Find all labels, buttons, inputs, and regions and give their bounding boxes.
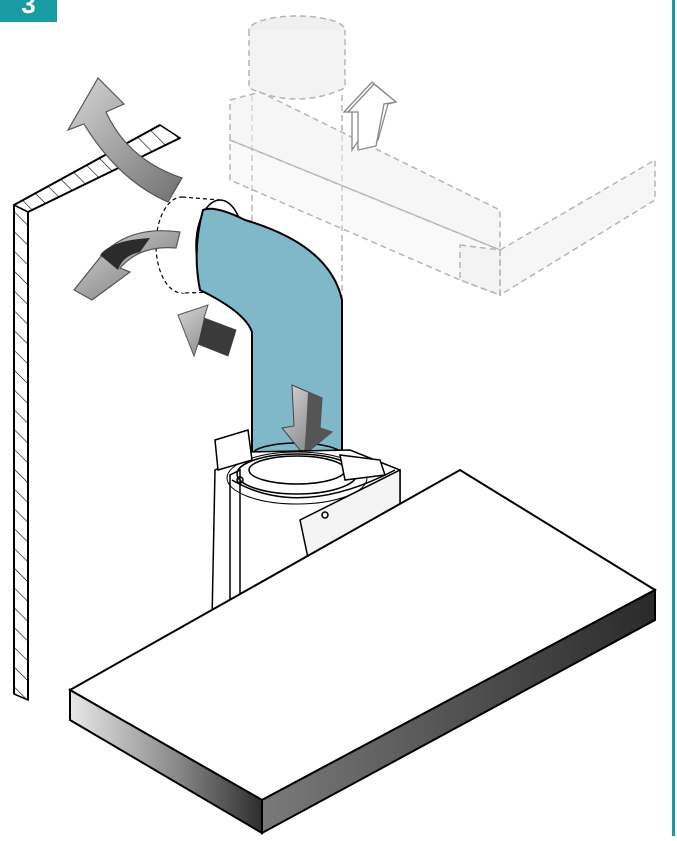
airflow-up-outline-arrow-icon <box>342 81 398 153</box>
recirculation-arrow-icon <box>73 230 181 301</box>
airflow-down-arrow-icon <box>281 384 334 456</box>
step-number-badge: 3 <box>0 0 57 22</box>
wall <box>12 124 182 702</box>
curved-exhaust-arrow-icon <box>66 77 183 203</box>
airflow-left-arrow-icon <box>177 304 237 358</box>
step-number: 3 <box>21 0 36 19</box>
hood-canopy <box>67 468 658 835</box>
ghost-duct-ceiling <box>229 91 656 297</box>
page-margin-rule <box>672 0 675 836</box>
